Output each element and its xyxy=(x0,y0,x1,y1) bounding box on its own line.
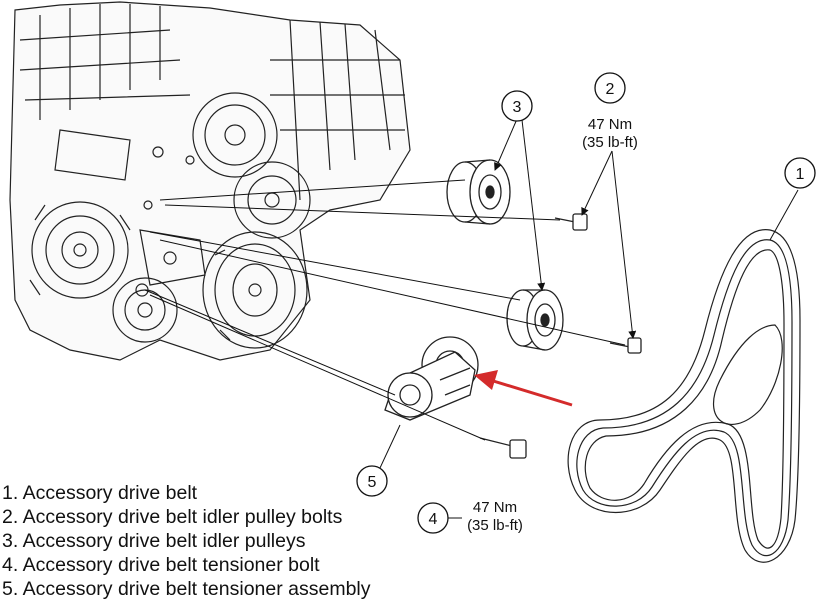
parts-legend: 1. Accessory drive belt 2. Accessory dri… xyxy=(2,481,371,601)
accessory-drive-belt xyxy=(567,229,801,563)
callout-2: 2 xyxy=(594,72,626,104)
legend-item-1: 1. Accessory drive belt xyxy=(2,482,198,504)
svg-text:5: 5 xyxy=(368,474,377,491)
legend-item-2: 2. Accessory drive belt idler pulley bol… xyxy=(2,506,343,528)
leader-lines xyxy=(144,118,799,519)
torque-spec-callout-2: 47 Nm (35 lb-ft) xyxy=(582,116,638,151)
svg-text:2: 2 xyxy=(606,81,615,98)
legend-item-5: 5. Accessory drive belt tensioner assemb… xyxy=(2,578,371,600)
svg-text:(35 lb-ft): (35 lb-ft) xyxy=(582,134,638,151)
svg-text:47 Nm: 47 Nm xyxy=(588,116,632,133)
torque-spec-callout-4: 47 Nm (35 lb-ft) xyxy=(467,499,523,534)
callout-5: 5 xyxy=(356,465,388,497)
callout-4: 4 xyxy=(417,502,449,534)
svg-text:4: 4 xyxy=(429,511,438,528)
idler-pulley-bolts xyxy=(554,213,642,354)
tensioner-assembly xyxy=(384,336,479,421)
tensioner-bolt xyxy=(479,437,527,459)
red-pointer-arrow xyxy=(474,370,573,407)
svg-text:1: 1 xyxy=(796,166,805,183)
callout-3: 3 xyxy=(501,90,533,122)
svg-text:3: 3 xyxy=(513,99,522,116)
legend-item-3: 3. Accessory drive belt idler pulleys xyxy=(2,530,306,552)
engine-illustration xyxy=(9,1,411,361)
svg-text:47 Nm: 47 Nm xyxy=(473,499,517,516)
svg-text:(35 lb-ft): (35 lb-ft) xyxy=(467,517,523,534)
upper-idler-pulley xyxy=(446,159,511,225)
callout-1: 1 xyxy=(784,157,816,189)
legend-item-4: 4. Accessory drive belt tensioner bolt xyxy=(2,554,320,576)
